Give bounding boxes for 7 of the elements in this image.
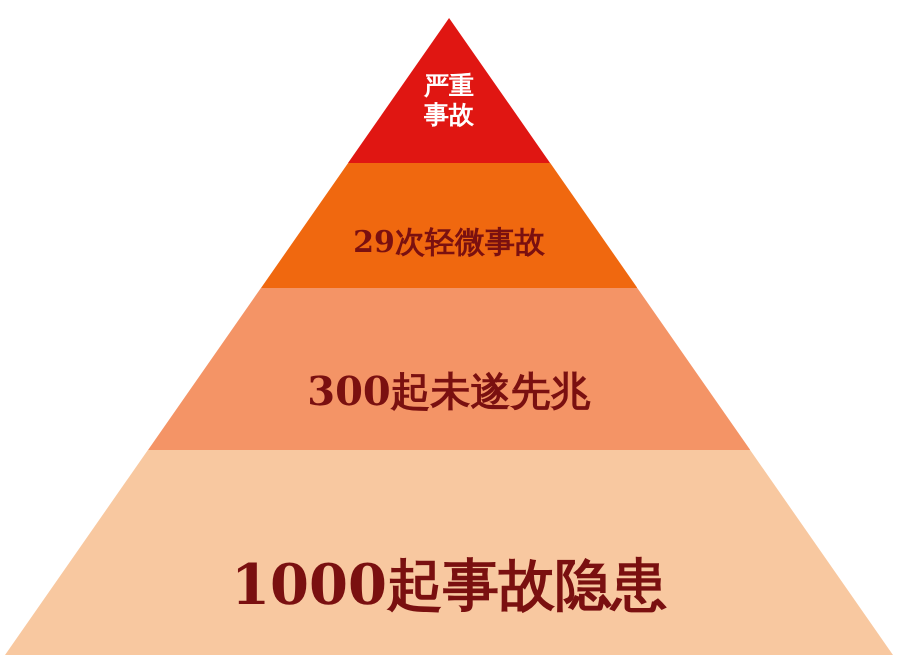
tier-label: 严重事故 [422, 72, 475, 130]
tier-label: 1000起事故隐患 [231, 552, 667, 617]
tier-label: 300起未遂先兆 [307, 369, 591, 415]
pyramid-tier [5, 450, 893, 655]
tier-label: 29次轻微事故 [353, 226, 545, 260]
pyramid-tier [148, 288, 750, 450]
pyramid-tier [348, 18, 550, 163]
